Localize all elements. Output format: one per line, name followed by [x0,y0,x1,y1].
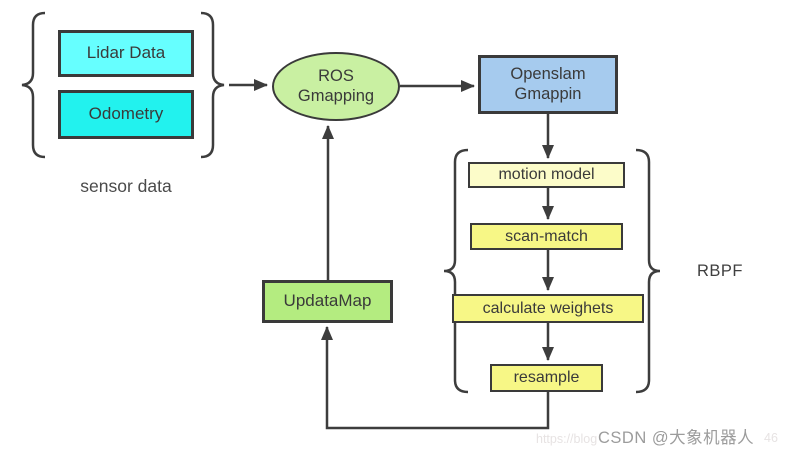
calculate-weights-box: calculate weighets [452,294,644,323]
openslam-gmapping-box: Openslam Gmappin [478,55,618,114]
openslam-label-line2: Gmappin [514,84,582,103]
update-map-box: UpdataMap [262,280,393,323]
lidar-data-label: Lidar Data [86,43,166,63]
arrow-resample-to-updatemap [321,326,550,430]
scan-match-box: scan-match [470,223,623,250]
odometry-label: Odometry [88,104,164,124]
ros-gmapping-label-line2: Gmapping [297,86,375,105]
resample-box: resample [490,364,603,392]
watermark-csdn-label: CSDN @大象机器人 [598,429,755,447]
motion-model-box: motion model [468,162,625,188]
rbpf-caption: RBPF [696,262,743,280]
sensor-right-brace [200,11,225,159]
watermark-url-fragment: https://blog [536,432,598,446]
odometry-box: Odometry [58,90,194,139]
watermark-url-fragment-end: 46 [764,431,778,445]
ros-gmapping-label-line1: ROS [318,66,354,85]
openslam-label-line1: Openslam [510,64,586,83]
rbpf-left-brace [443,148,469,394]
ros-gmapping-ellipse: ROS Gmapping [272,52,400,121]
lidar-data-box: Lidar Data [58,30,194,77]
rbpf-right-brace [635,148,661,394]
sensor-left-brace [21,11,46,159]
sensor-data-caption: sensor data [80,176,172,196]
